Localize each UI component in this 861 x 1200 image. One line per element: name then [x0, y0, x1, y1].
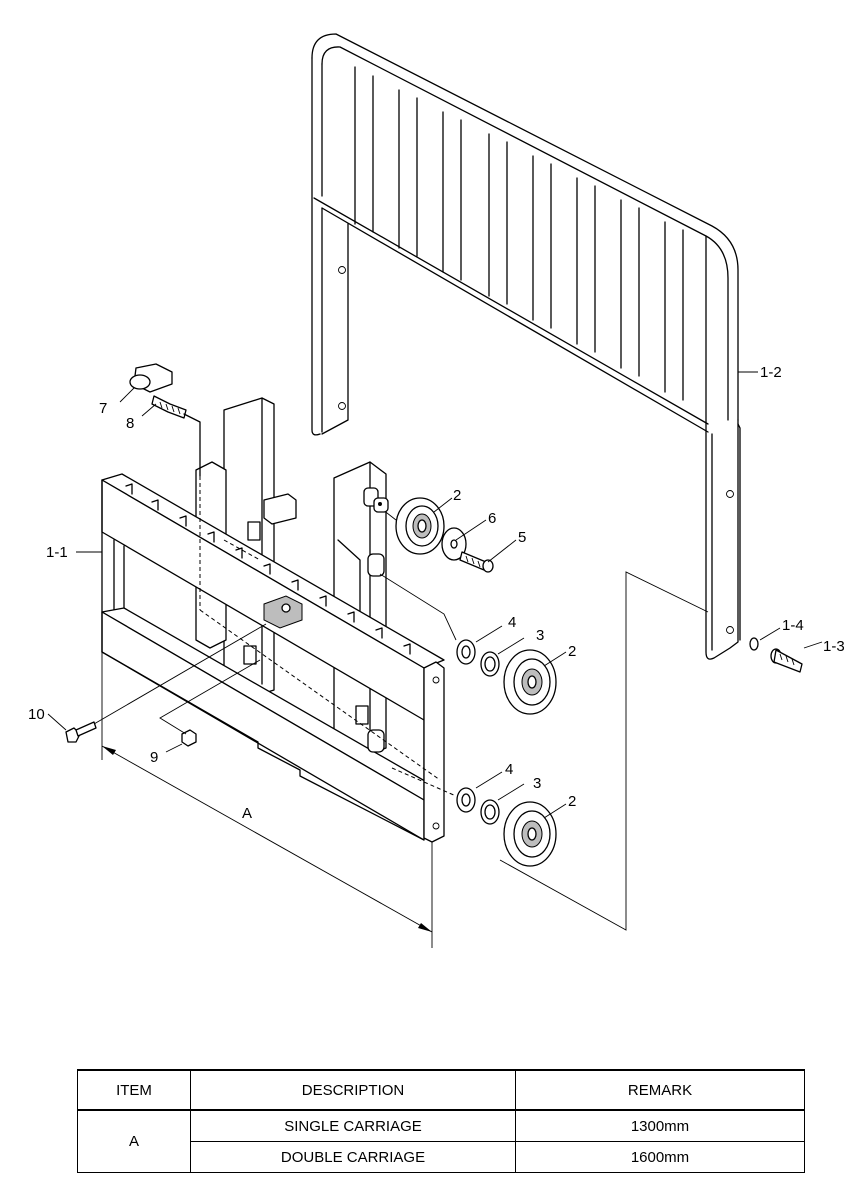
header-item: ITEM: [77, 1069, 191, 1111]
callout-1-3: 1-3: [823, 638, 845, 655]
bolt-10: [65, 623, 267, 743]
roller-lower: [503, 801, 557, 867]
cell-description-double: DOUBLE CARRIAGE: [190, 1141, 516, 1173]
callout-1-2: 1-2: [760, 364, 782, 381]
cell-remark-single: 1300mm: [515, 1109, 805, 1142]
callout-4-upper: 4: [508, 614, 516, 631]
cell-remark-double: 1600mm: [515, 1141, 805, 1173]
roller-upper: [373, 497, 445, 555]
callout-1-4: 1-4: [782, 617, 804, 634]
callout-5: 5: [518, 529, 526, 546]
spec-table: ITEM DESCRIPTION REMARK A SINGLE CARRIAG…: [77, 1069, 805, 1173]
callout-2-upper: 2: [453, 487, 461, 504]
nut-9: [159, 659, 261, 747]
exploded-parts-diagram: 1-1 1-2 1-3 1-4 2 6 5 4 3 2 4 3 2 7 8 9 …: [28, 33, 845, 948]
dimension-a-label: A: [242, 805, 252, 822]
callout-2-middle: 2: [568, 643, 576, 660]
callout-7: 7: [99, 400, 107, 417]
roller-middle: [503, 649, 557, 715]
callout-4-lower: 4: [505, 761, 513, 778]
callout-1-1: 1-1: [46, 544, 68, 561]
carriage-frame: [101, 397, 445, 843]
stopper-pin: [129, 363, 201, 477]
washer-1-4: [749, 637, 759, 651]
callout-6: 6: [488, 510, 496, 527]
load-backrest: [311, 33, 741, 660]
callout-8: 8: [126, 415, 134, 432]
pin-1-3: [770, 648, 803, 673]
cell-item-a: A: [77, 1109, 191, 1173]
callout-2-lower: 2: [568, 793, 576, 810]
callout-9: 9: [150, 749, 158, 766]
callout-10: 10: [28, 706, 45, 723]
cell-description-single: SINGLE CARRIAGE: [190, 1109, 516, 1142]
washer-6: [441, 527, 467, 561]
callout-3-upper: 3: [536, 627, 544, 644]
bolt-5: [459, 551, 494, 573]
header-description: DESCRIPTION: [190, 1069, 516, 1111]
dimension-a: [101, 652, 433, 948]
header-remark: REMARK: [515, 1069, 805, 1111]
callout-3-lower: 3: [533, 775, 541, 792]
